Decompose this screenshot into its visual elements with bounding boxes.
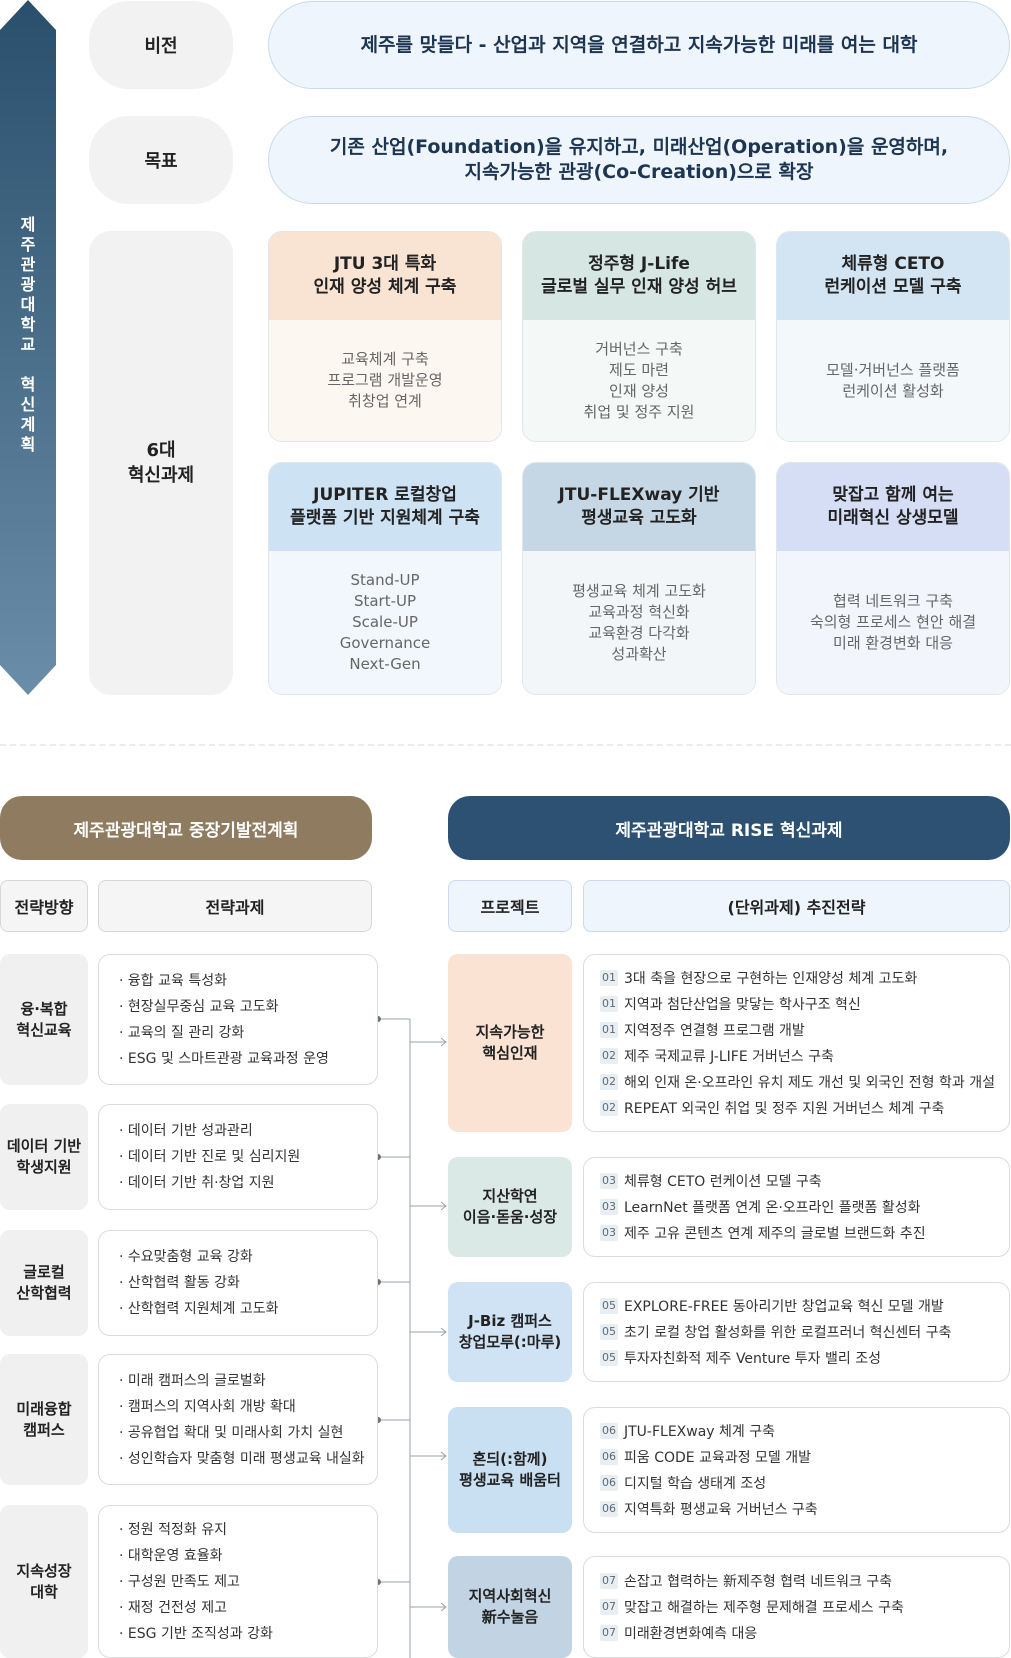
task-item: · ESG 및 스마트관광 교육과정 운영 xyxy=(119,1050,329,1067)
project-5: 지역사회혁신 新수눌음 xyxy=(448,1556,572,1658)
task-item: · 재정 건전성 제고 xyxy=(119,1599,227,1616)
task-item: · 공유협업 확대 및 미래사회 가치 실현 xyxy=(119,1424,344,1441)
task-card-title: JTU 3대 특화 인재 양성 체계 구축 xyxy=(269,232,501,320)
task-item: · 정원 적정화 유지 xyxy=(119,1521,227,1538)
task-card-body: 거버넌스 구축 제도 마련 인재 양성 취업 및 정주 지원 xyxy=(523,320,755,441)
task-item: · ESG 기반 조직성과 강화 xyxy=(119,1625,273,1642)
task-card-5: JTU-FLEXway 기반 평생교육 고도화 평생교육 체계 고도화 교육과정… xyxy=(522,462,756,695)
task-card-1: JTU 3대 특화 인재 양성 체계 구축 교육체계 구축 프로그램 개발운영 … xyxy=(268,231,502,442)
task-item: · 데이터 기반 취·창업 지원 xyxy=(119,1175,275,1191)
task-card-body: 교육체계 구축 프로그램 개발운영 취창업 연계 xyxy=(269,320,501,441)
left-section-title: 제주관광대학교 중장기발전계획 xyxy=(0,796,372,860)
task-item: · 수요맞춤형 교육 강화 xyxy=(119,1249,253,1265)
vision-text: 제주를 맞들다 - 산업과 지역을 연결하고 지속가능한 미래를 여는 대학 xyxy=(268,1,1010,89)
task-card-6: 맞잡고 함께 여는 미래혁신 상생모델 협력 네트워크 구축 숙의형 프로세스 … xyxy=(776,462,1010,695)
task-card-4: JUPITER 로컬창업 플랫폼 기반 지원체계 구축 Stand-UP Sta… xyxy=(268,462,502,695)
direction-5: 지속성장 대학 xyxy=(0,1505,88,1658)
goal-label: 목표 xyxy=(89,116,233,204)
direction-4: 미래융합 캠퍼스 xyxy=(0,1354,88,1485)
col-header-tasks: 전략과제 xyxy=(98,880,372,932)
task-card-3: 체류형 CETO 런케이션 모델 구축 모델·거버넌스 플랫폼 런케이션 활성화 xyxy=(776,231,1010,442)
task-card-title: 정주형 J-Life 글로벌 실무 인재 양성 허브 xyxy=(523,232,755,320)
task-card-title: 맞잡고 함께 여는 미래혁신 상생모델 xyxy=(777,463,1009,551)
task-item: · 성인학습자 맞춤형 미래 평생교육 내실화 xyxy=(119,1450,365,1467)
vision-label: 비전 xyxy=(89,1,233,89)
task-card-body: 협력 네트워크 구축 숙의형 프로세스 현안 해결 미래 환경변화 대응 xyxy=(777,551,1009,694)
vertical-banner xyxy=(0,0,56,695)
tasks-box-1: · 융합 교육 특성화 · 현장실무중심 교육 고도화 · 교육의 질 관리 강… xyxy=(98,954,378,1085)
task-item: · 데이터 기반 성과관리 xyxy=(119,1123,253,1139)
task-card-body: Stand-UP Start-UP Scale-UP Governance Ne… xyxy=(269,551,501,694)
right-section-title: 제주관광대학교 RISE 혁신과제 xyxy=(448,796,1010,860)
task-card-2: 정주형 J-Life 글로벌 실무 인재 양성 허브 거버넌스 구축 제도 마련… xyxy=(522,231,756,442)
col-header-strategy: (단위과제) 추진전략 xyxy=(583,880,1010,932)
tasks-box-5: · 정원 적정화 유지 · 대학운영 효율화 · 구성원 만족도 제고 · 재정… xyxy=(98,1505,378,1658)
tasks-box-2: · 데이터 기반 성과관리 · 데이터 기반 진로 및 심리지원 · 데이터 기… xyxy=(98,1104,378,1210)
project-2: 지산학연 이음·돋움·성장 xyxy=(448,1157,572,1257)
task-item: · 데이터 기반 진로 및 심리지원 xyxy=(119,1149,301,1165)
task-item: · 구성원 만족도 제고 xyxy=(119,1573,240,1590)
task-item: · 교육의 질 관리 강화 xyxy=(119,1024,245,1041)
task-item: · 현장실무중심 교육 고도화 xyxy=(119,998,279,1015)
section-divider xyxy=(0,744,1011,746)
task-item: · 융합 교육 특성화 xyxy=(119,972,227,989)
task-item: · 산학협력 지원체계 고도화 xyxy=(119,1301,279,1317)
project-4: 혼듸(:함께) 평생교육 배움터 xyxy=(448,1407,572,1533)
tasks-box-3: · 수요맞춤형 교육 강화 · 산학협력 활동 강화 · 산학협력 지원체계 고… xyxy=(98,1230,378,1336)
project-1: 지속가능한 핵심인재 xyxy=(448,954,572,1132)
task-card-title: JTU-FLEXway 기반 평생교육 고도화 xyxy=(523,463,755,551)
task-card-body: 평생교육 체계 고도화 교육과정 혁신화 교육환경 다각화 성과확산 xyxy=(523,551,755,694)
tasks-box-4: · 미래 캠퍼스의 글로벌화 · 캠퍼스의 지역사회 개방 확대 · 공유협업 … xyxy=(98,1354,378,1485)
col-header-project: 프로젝트 xyxy=(448,880,572,932)
direction-3: 글로컬 산학협력 xyxy=(0,1230,88,1336)
task-item: · 산학협력 활동 강화 xyxy=(119,1275,240,1291)
task-card-title: JUPITER 로컬창업 플랫폼 기반 지원체계 구축 xyxy=(269,463,501,551)
direction-2: 데이터 기반 학생지원 xyxy=(0,1104,88,1210)
task-item: · 캠퍼스의 지역사회 개방 확대 xyxy=(119,1398,296,1415)
project-3: J-Biz 캠퍼스 창업모루(:마루) xyxy=(448,1282,572,1382)
task-item: · 미래 캠퍼스의 글로벌화 xyxy=(119,1372,266,1389)
task-item: · 대학운영 효율화 xyxy=(119,1547,223,1564)
goal-text: 기존 산업(Foundation)을 유지하고, 미래산업(Operation)… xyxy=(268,116,1010,204)
banner-title: 제 주 관 광 대 학 교 혁 신 계 획 xyxy=(20,215,36,454)
six-tasks-label: 6대 혁신과제 xyxy=(89,231,233,695)
task-card-body: 모델·거버넌스 플랫폼 런케이션 활성화 xyxy=(777,320,1009,441)
task-card-title: 체류형 CETO 런케이션 모델 구축 xyxy=(777,232,1009,320)
direction-1: 융·복합 혁신교육 xyxy=(0,954,88,1085)
col-header-direction: 전략방향 xyxy=(0,880,88,932)
